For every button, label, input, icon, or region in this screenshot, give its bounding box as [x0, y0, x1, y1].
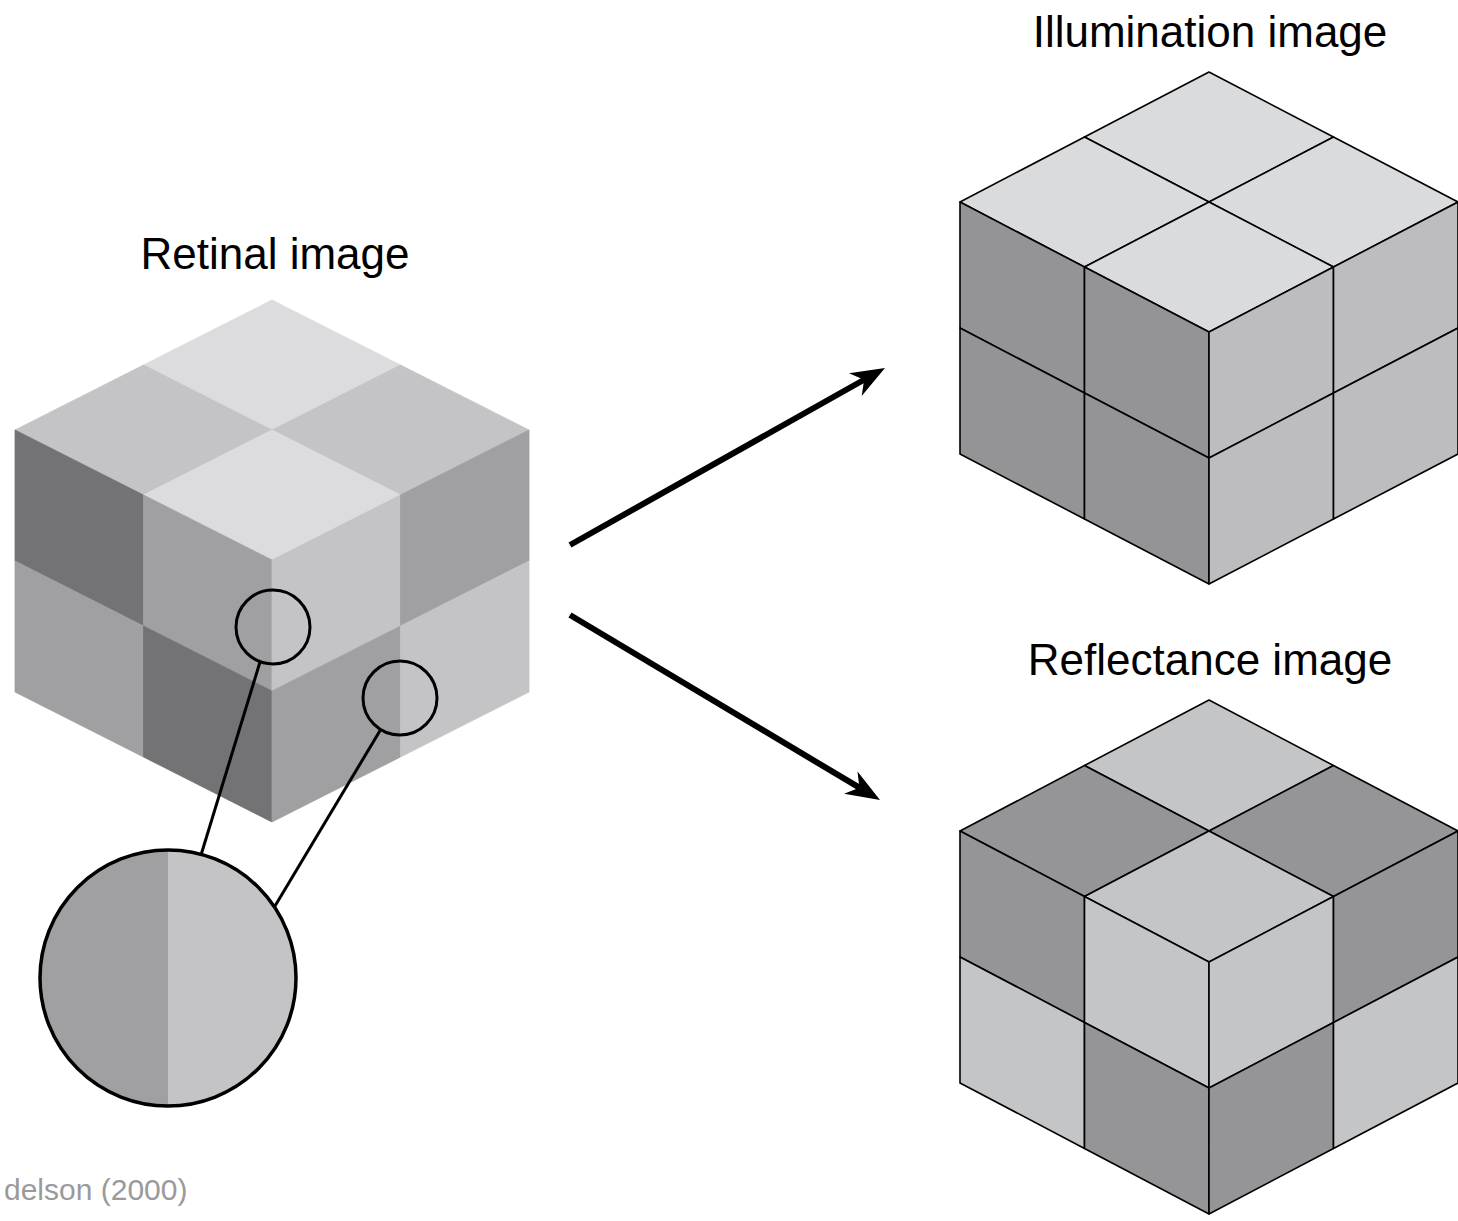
arrow-shaft — [570, 380, 864, 545]
arrow-connector — [570, 615, 880, 800]
panel-title: Reflectance image — [921, 634, 1458, 687]
cube-facet — [960, 328, 1085, 519]
cube-facet — [1085, 393, 1210, 584]
cube-facet — [1334, 328, 1458, 519]
panel-title: Illumination image — [924, 6, 1458, 59]
arrow-connector — [570, 368, 885, 545]
arrowhead — [844, 771, 880, 800]
image-panel: Retinal image — [10, 225, 570, 1115]
arrow-shaft — [570, 615, 859, 788]
image-panel: Reflectance image — [880, 630, 1458, 1218]
image-panel: Illumination image — [885, 0, 1458, 590]
cube-facet — [1209, 1023, 1334, 1215]
cube-facet — [960, 957, 1085, 1149]
arrowhead — [849, 368, 885, 396]
cube-facet — [144, 626, 273, 822]
cube-facet — [1334, 957, 1458, 1149]
cube-facet — [1209, 393, 1334, 584]
cube-facet — [272, 626, 401, 822]
source-credit: delson (2000) — [4, 1172, 187, 1208]
panel-title: Retinal image — [0, 228, 555, 281]
cube-facet — [1085, 1023, 1210, 1215]
cube-facet — [15, 561, 144, 757]
magnifier-callout — [30, 590, 437, 1120]
